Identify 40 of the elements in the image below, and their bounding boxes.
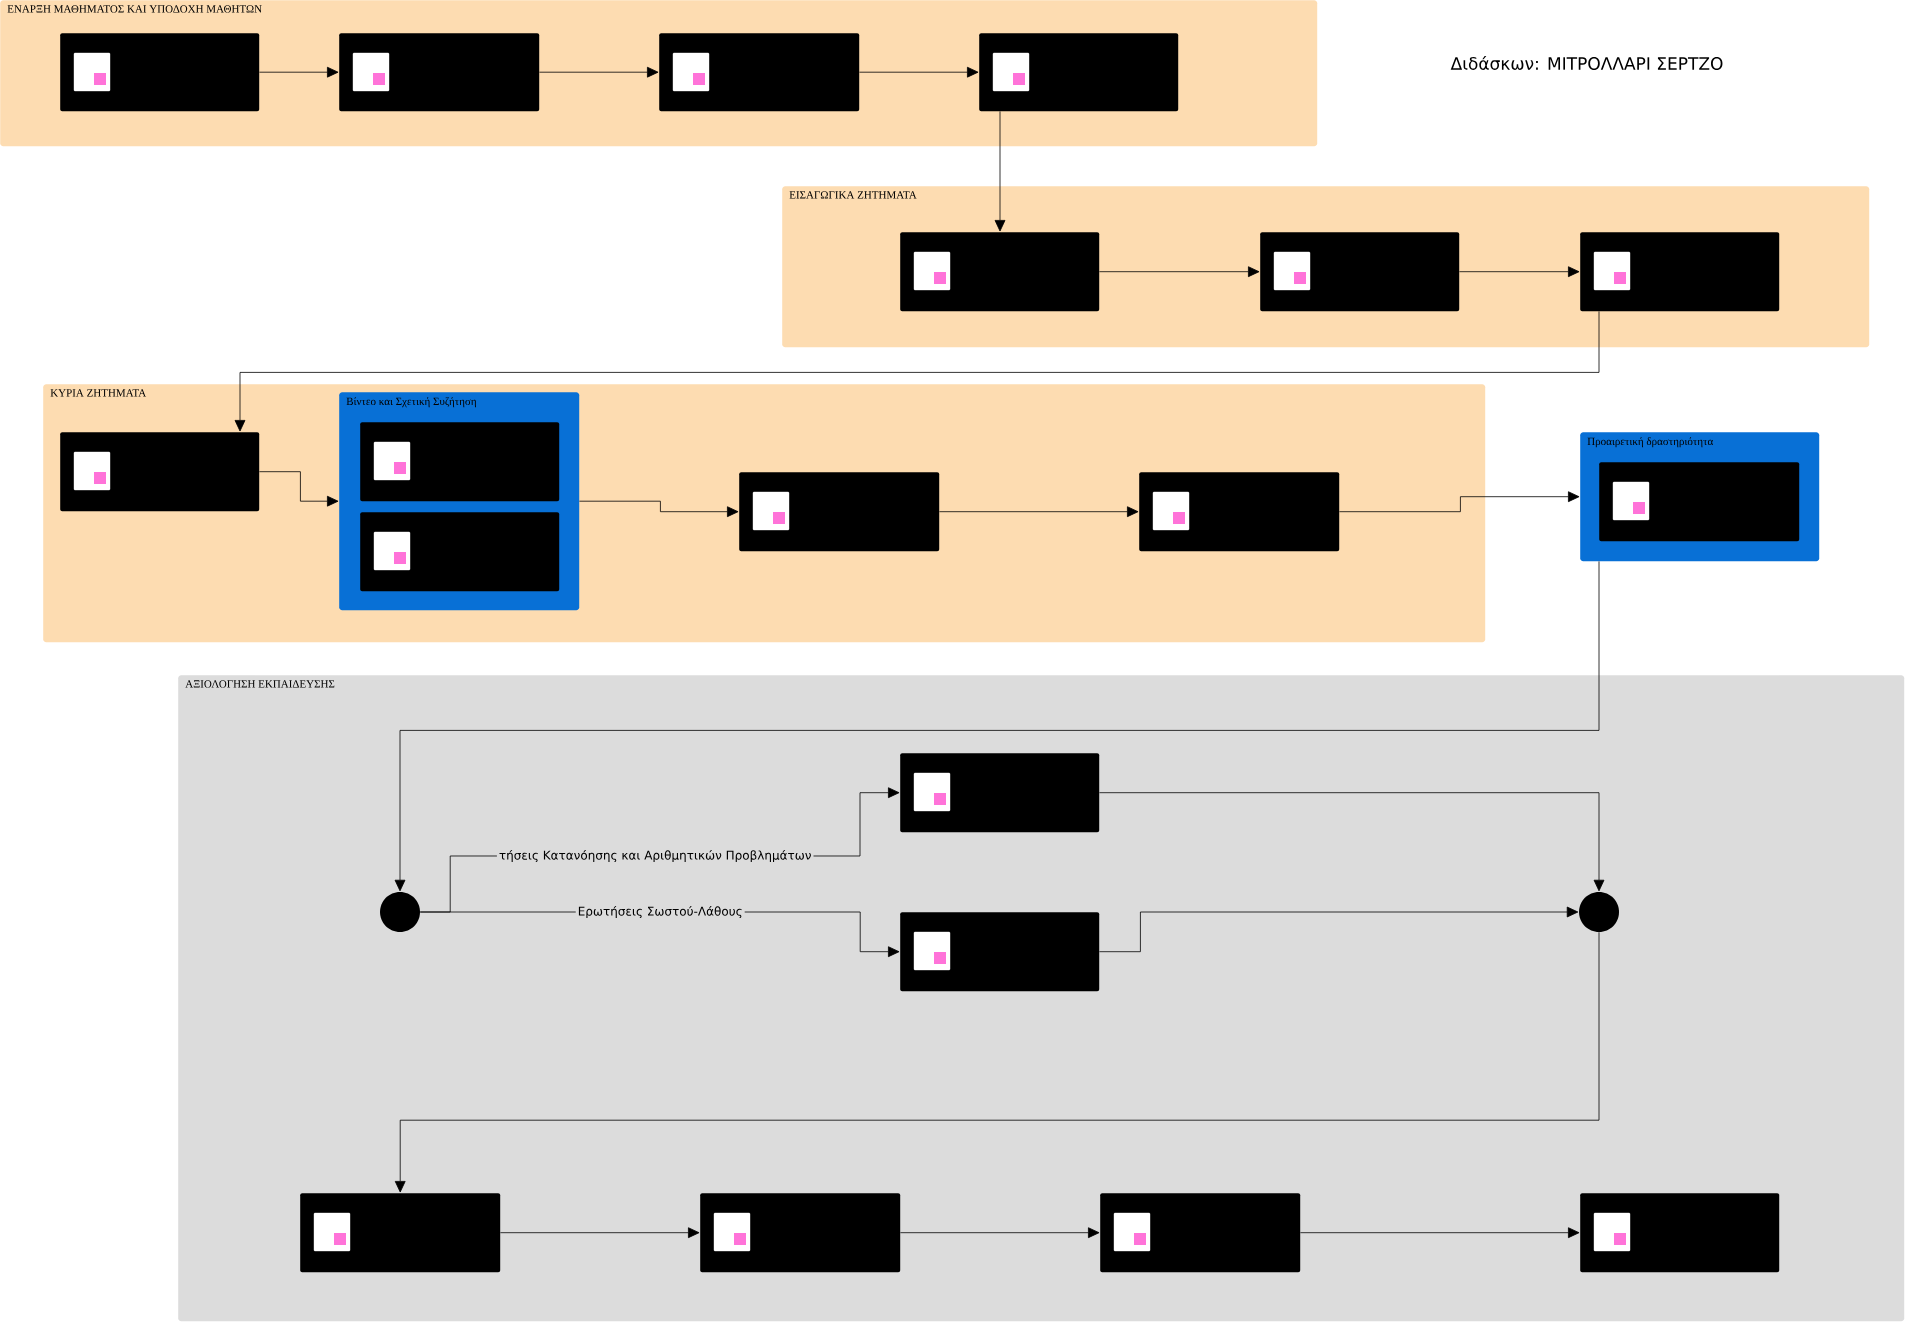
activity-box <box>339 33 540 112</box>
activity-box <box>60 33 260 112</box>
arrow <box>579 500 739 518</box>
activity-box <box>1139 472 1340 552</box>
activity-box <box>900 912 1100 992</box>
arrow <box>500 1227 700 1239</box>
activity-box <box>900 753 1100 833</box>
activity-box <box>979 33 1179 112</box>
activity-box <box>1580 1193 1780 1273</box>
activity-box <box>360 512 560 592</box>
arrow <box>859 66 979 78</box>
activity-box <box>1580 232 1780 312</box>
activity-box <box>60 432 260 512</box>
arrow <box>539 66 659 78</box>
arrow <box>939 506 1139 518</box>
activity-box <box>1100 1193 1301 1273</box>
arrow <box>259 471 339 507</box>
activity-box <box>1599 462 1800 542</box>
activity-box <box>700 1193 901 1273</box>
arrow <box>1459 266 1580 278</box>
activity-box <box>300 1193 501 1273</box>
arrow <box>1339 491 1580 513</box>
teacher-label: Διδάσκων: ΜΙΤΡΟΛΛΑΡΙ ΣΕΡΤΖΟ <box>1450 56 1723 70</box>
arrow <box>394 931 1600 1193</box>
arrow <box>234 311 1600 432</box>
arrow <box>259 66 339 78</box>
activity-box <box>1260 232 1460 312</box>
activity-box <box>360 422 560 502</box>
arrow <box>1099 906 1579 953</box>
activity-box <box>900 232 1100 312</box>
arrow <box>1099 266 1260 278</box>
arrow <box>394 561 1600 892</box>
junction-circle <box>1579 892 1619 932</box>
arrow <box>900 1227 1100 1239</box>
arrow <box>1300 1227 1580 1239</box>
junction-circle <box>380 892 420 932</box>
activity-box <box>739 472 940 552</box>
arrow <box>994 111 1006 232</box>
arrow <box>1099 792 1605 892</box>
activity-box <box>659 33 860 112</box>
